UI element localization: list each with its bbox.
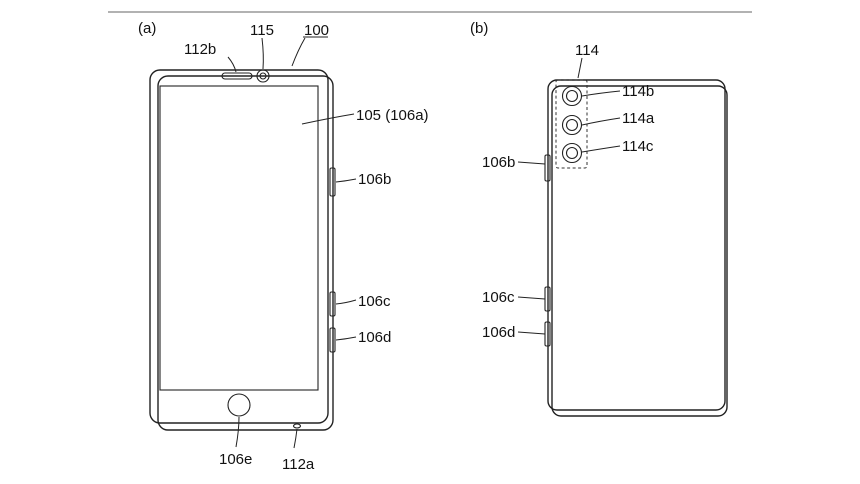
label-106b-a: 106b <box>358 171 391 188</box>
panel-b-label: (b) <box>470 20 488 37</box>
camera-114a <box>561 114 583 136</box>
camera-114a-lens <box>565 118 579 132</box>
leader-112a <box>293 428 298 449</box>
leader-105 <box>301 113 355 125</box>
phone-body-rear-edge <box>157 75 334 431</box>
front-camera-lens <box>259 72 267 80</box>
leader-112b <box>227 56 237 73</box>
camera-114c <box>561 142 583 164</box>
label-112a: 112a <box>282 456 315 473</box>
label-106e: 106e <box>219 451 252 468</box>
leader-115 <box>261 37 264 70</box>
rear-side-button-106b <box>544 154 551 182</box>
label-106c-b: 106c <box>482 289 515 306</box>
leader-114 <box>577 57 583 79</box>
leader-106b-b <box>517 161 546 165</box>
panel-a-label: (a) <box>138 20 156 37</box>
microphone-hole <box>292 423 302 429</box>
leader-106d-b <box>517 331 546 335</box>
speaker-slot <box>221 72 253 80</box>
label-105-106a: 105 (106a) <box>356 107 429 124</box>
leader-106d <box>335 336 357 341</box>
label-106d-a: 106d <box>358 329 391 346</box>
camera-114b <box>561 85 583 107</box>
leader-114c <box>581 145 621 153</box>
side-button-106d <box>329 327 336 353</box>
label-114: 114 <box>575 42 599 59</box>
label-100: 100 <box>304 22 329 39</box>
label-115: 115 <box>250 22 274 39</box>
panel-b-rear-view: (b) 114 114b 114a 114c 106b 106c 106 <box>470 20 728 417</box>
label-106c-a: 106c <box>358 293 391 310</box>
leader-100 <box>291 37 306 67</box>
camera-114c-lens <box>565 146 579 160</box>
phone-body-front <box>149 69 329 424</box>
label-114b: 114b <box>622 83 654 100</box>
label-114a: 114a <box>622 110 655 127</box>
front-camera-outer <box>256 69 270 83</box>
leader-106b <box>335 178 357 183</box>
phone-rear-body-edge <box>551 85 728 417</box>
leader-106e <box>235 416 240 448</box>
label-112b: 112b <box>184 41 216 58</box>
side-button-106b <box>329 167 336 197</box>
side-button-106c <box>329 291 336 317</box>
label-114c: 114c <box>622 138 654 155</box>
leader-114b <box>581 90 621 97</box>
home-button <box>227 393 251 417</box>
leader-106c-b <box>517 296 546 300</box>
label-106b-b: 106b <box>482 154 515 171</box>
panel-a-front-view: (a) 100 112b 115 105 (1 <box>138 20 429 473</box>
display-screen <box>159 85 319 391</box>
phone-rear-body <box>547 79 726 411</box>
leader-114a <box>581 117 621 126</box>
leader-106c <box>335 299 357 305</box>
label-106d-b: 106d <box>482 324 515 341</box>
camera-114b-lens <box>565 89 579 103</box>
camera-module-box <box>555 79 588 169</box>
